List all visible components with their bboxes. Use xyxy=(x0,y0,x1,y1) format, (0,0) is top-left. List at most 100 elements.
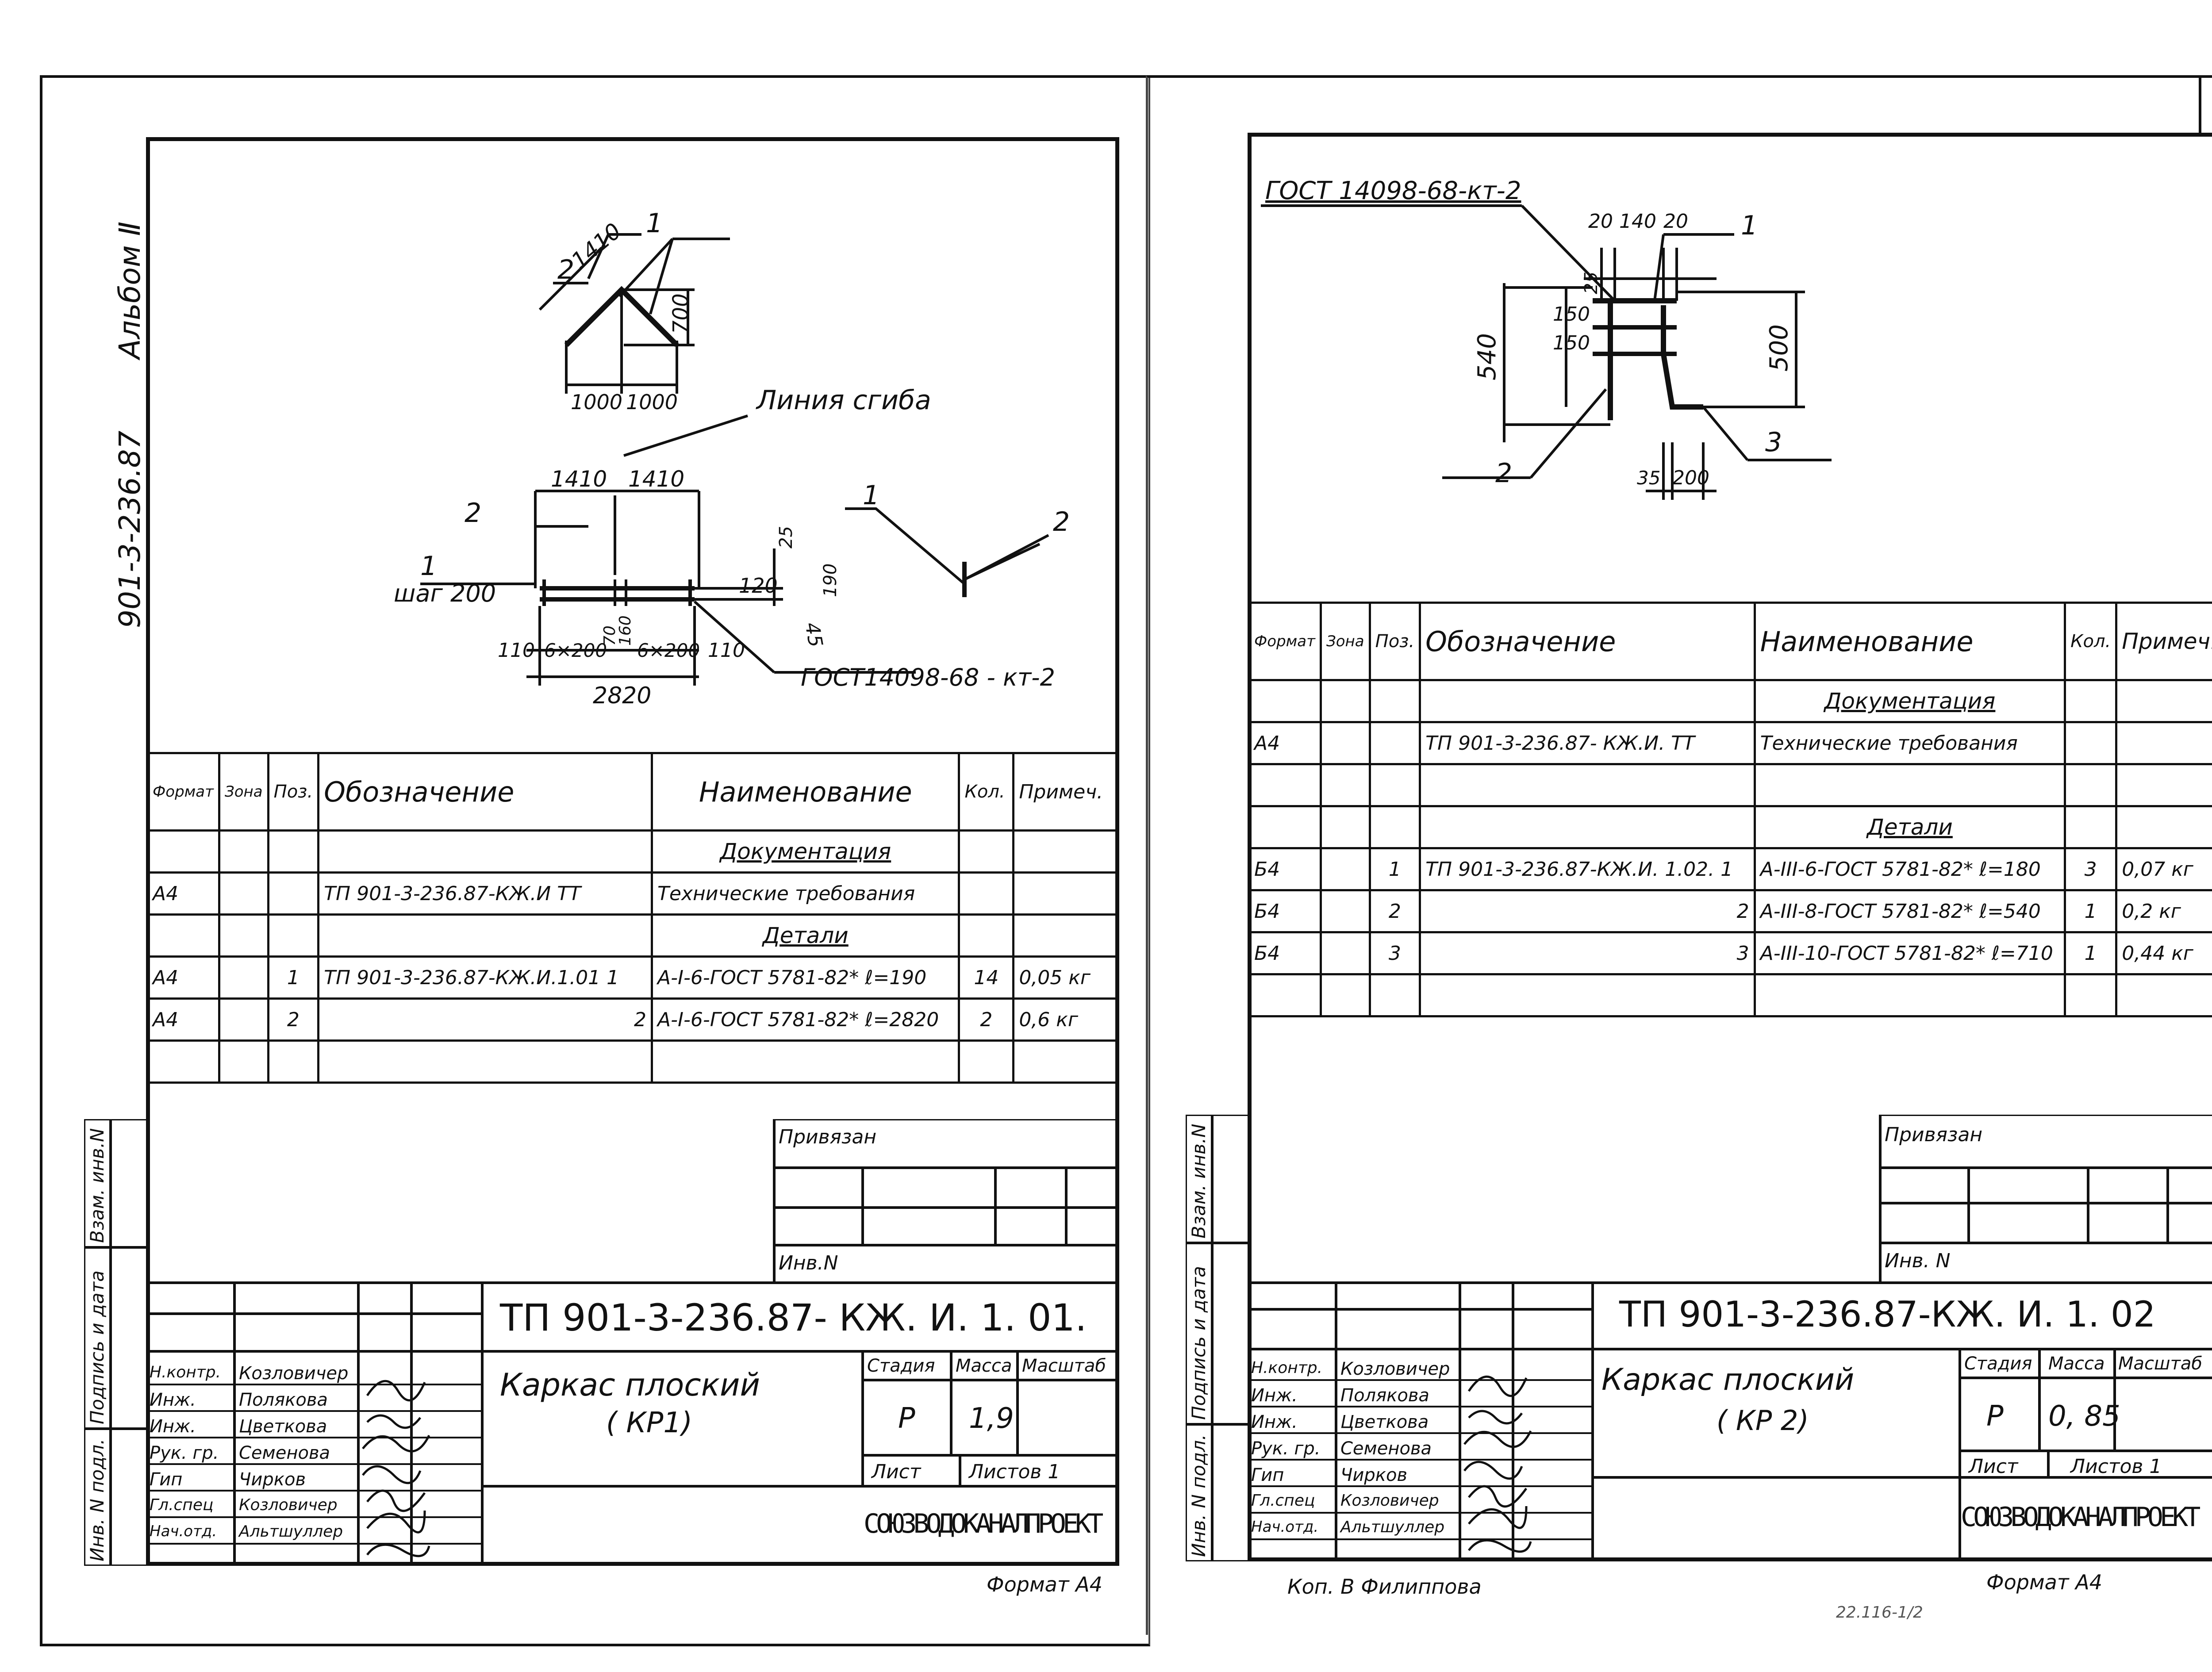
label-pos-2-top: 2 xyxy=(557,254,574,285)
right-pos-1: 1 xyxy=(1741,210,1758,241)
inv-label: Инв. N xyxy=(1885,1250,1951,1272)
hdr-note: Примеч. xyxy=(1012,752,1119,832)
dim-110-b: 110 xyxy=(708,639,745,662)
name-6: Альтшуллер xyxy=(1340,1518,1445,1536)
role-1: Инж. xyxy=(150,1390,196,1410)
name-3: Семенова xyxy=(1340,1438,1432,1459)
dim-500: 500 xyxy=(1765,324,1793,372)
hdr-qty: Кол. xyxy=(958,752,1015,832)
dim-140: 140 xyxy=(1619,210,1656,233)
hdr-designation: Обозначение xyxy=(1419,602,1756,681)
left-outer-border xyxy=(40,75,1150,1646)
stage-label: Стадия xyxy=(867,1356,935,1376)
hdr-designation: Обозначение xyxy=(317,752,653,832)
hdr-name: Наименование xyxy=(1753,602,2066,681)
row-pos: 1 xyxy=(1368,847,1421,891)
dim-1410-diag: 1410 xyxy=(566,218,626,274)
bound-label: Привязан xyxy=(779,1126,877,1148)
dim-1000-a: 1000 xyxy=(571,390,622,414)
detail-pos-2: 2 xyxy=(1053,506,1070,537)
section-docs: Документация xyxy=(1753,679,2066,723)
dim-150-a: 150 xyxy=(1553,303,1590,326)
dim-110-a: 110 xyxy=(498,639,535,662)
name-4: Чирков xyxy=(239,1469,306,1490)
side-label-inv-podl: Инв. N подл. xyxy=(1188,1434,1210,1557)
sheets-label: Листов 1 xyxy=(969,1461,1060,1483)
drawing-subtitle: ( КР 2) xyxy=(1717,1404,1809,1437)
scale-label: Масштаб xyxy=(2118,1354,2203,1374)
empty-row xyxy=(1248,973,2212,1017)
right-drawing: ГОСТ 14098-68-кт-2 20 140 20 1 25 150 15… xyxy=(1261,176,1832,500)
row-pos: 2 xyxy=(267,997,320,1042)
hdr-name: Наименование xyxy=(650,752,960,832)
name-5: Козловичер xyxy=(239,1496,338,1514)
name-0: Козловичер xyxy=(239,1363,349,1384)
right-title-block: Привязан Инв. N ТП 901-3-236.87-КЖ. И. 1… xyxy=(1248,1115,2212,1594)
dim-200: 200 xyxy=(1672,467,1709,489)
role-5: Гл.спец xyxy=(1251,1492,1315,1510)
row-qty: 2 xyxy=(958,997,1015,1042)
gost-weld-label: ГОСТ14098-68 - кт-2 xyxy=(801,663,1055,691)
row-name: А-I-6-ГОСТ 5781-82* ℓ=190 xyxy=(650,955,960,1000)
row-format: Б4 xyxy=(1248,931,1322,975)
role-5: Гл.спец xyxy=(150,1496,214,1514)
row-format: Б4 xyxy=(1248,847,1322,891)
section-parts-row: Детали xyxy=(146,913,1119,958)
row-name: А-III-10-ГОСТ 5781-82* ℓ=710 xyxy=(1753,931,2066,975)
role-6: Нач.отд. xyxy=(1251,1518,1319,1536)
left-title-block: Привязан Инв.N ТП 901-3-236.87- КЖ. И. 1… xyxy=(146,1119,1119,1596)
row-format: Б4 xyxy=(1248,889,1322,933)
dim-1000-b: 1000 xyxy=(626,390,678,414)
row-note: 0,07 кг xyxy=(2115,847,2212,891)
dim-25-right: 25 xyxy=(1581,272,1601,294)
copied-by: Коп. В Филиппова xyxy=(1287,1575,1482,1599)
row-format: А4 xyxy=(146,997,220,1042)
inv-label: Инв.N xyxy=(779,1252,838,1274)
mass-value: 1,9 xyxy=(969,1402,1014,1435)
dim-70: 70 xyxy=(601,625,619,646)
scale-label: Масштаб xyxy=(1022,1356,1106,1376)
right-pos-3: 3 xyxy=(1765,427,1782,458)
hdr-qty: Кол. xyxy=(2064,602,2118,681)
format-label: Формат А4 xyxy=(1986,1570,2102,1594)
right-spec-table: Формат Зона Поз. Обозначение Наименовани… xyxy=(1248,602,2212,1017)
role-3: Рук. гр. xyxy=(1251,1438,1321,1459)
row-pos: 2 xyxy=(1368,889,1421,933)
row-designation: 2 xyxy=(1419,889,1756,933)
row-pos: 1 xyxy=(267,955,320,1000)
doc-code: ТП 901-3-236.87-КЖ. И. 1. 02 xyxy=(1619,1294,2156,1335)
doc-code: ТП 901-3-236.87- КЖ. И. 1. 01. xyxy=(500,1296,1087,1339)
bend-line-label: Линия сгиба xyxy=(756,385,931,416)
row-note: 0,2 кг xyxy=(2115,889,2212,933)
row-designation: 2 xyxy=(317,997,653,1042)
left-side-strip: Инв. N подл. Подпись и дата Взам. инв.N xyxy=(84,1119,146,1566)
doc-designation: ТП 901-3-236.87-КЖ.И ТТ xyxy=(317,871,653,916)
dim-160: 160 xyxy=(616,615,634,646)
role-4: Гип xyxy=(1251,1465,1284,1485)
dim-190: 190 xyxy=(820,564,841,597)
format-label: Формат А4 xyxy=(987,1572,1102,1596)
right-title-block-lines xyxy=(1248,1115,2212,1561)
row-note: 0,6 кг xyxy=(1012,997,1119,1042)
dim-6x200-a: 6×200 xyxy=(544,640,607,661)
detail-pos-1: 1 xyxy=(863,480,879,511)
hdr-zone: Зона xyxy=(1319,602,1371,681)
side-label-sign-date: Подпись и дата xyxy=(86,1270,108,1424)
row-note: 0,44 кг xyxy=(2115,931,2212,975)
role-0: Н.контр. xyxy=(150,1363,221,1381)
spec-header-row: Формат Зона Поз. Обозначение Наименовани… xyxy=(1248,602,2212,681)
sheets-label: Листов 1 xyxy=(2070,1455,2162,1478)
name-2: Цветкова xyxy=(1340,1412,1429,1432)
dim-2820: 2820 xyxy=(593,683,651,709)
right-outer-border xyxy=(1146,75,2212,1635)
hdr-format: Формат xyxy=(146,752,220,832)
dim-6x200-b: 6×200 xyxy=(637,640,700,661)
hdr-note: Примеч. xyxy=(2115,602,2212,681)
left-title-block-lines xyxy=(146,1119,1119,1566)
album-label: 901-3-236.87 Альбом Ⅱ xyxy=(113,222,147,628)
name-4: Чирков xyxy=(1340,1465,1408,1485)
